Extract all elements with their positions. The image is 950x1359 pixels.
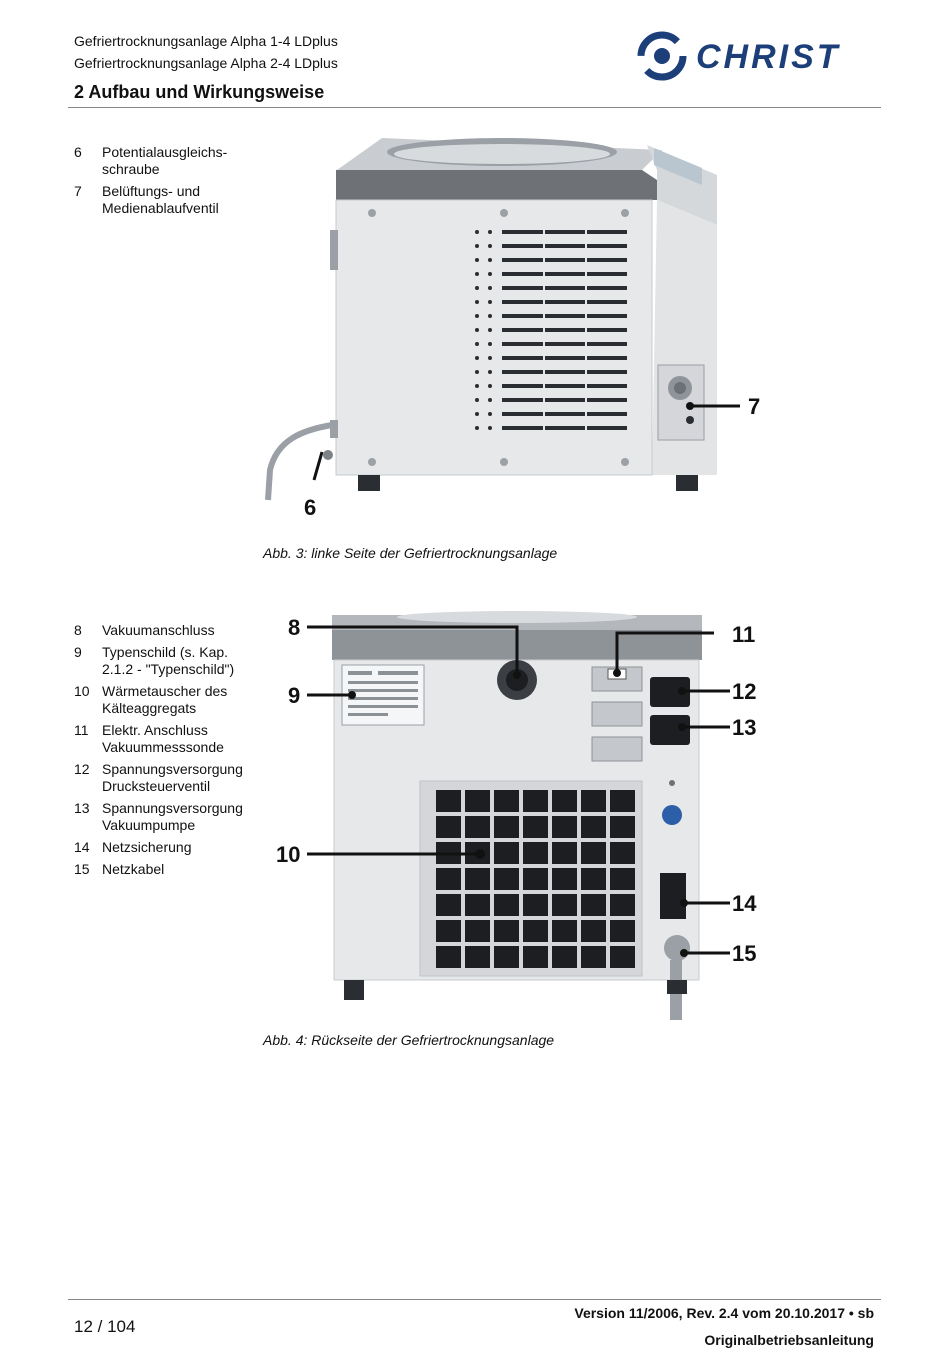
callout-9: 9 <box>288 683 300 708</box>
legend-num: 12 <box>74 761 90 777</box>
legend-text: Spannungsversorgung Vakuumpumpe <box>102 800 243 833</box>
callout-15: 15 <box>732 941 756 966</box>
legend-text: Netzkabel <box>102 861 165 877</box>
figure-4-caption: Abb. 4: Rückseite der Gefriertrocknungsa… <box>263 1032 555 1048</box>
legend-num: 14 <box>74 839 90 855</box>
christ-logo: CHRIST <box>636 30 881 82</box>
legend-text: Vakuumanschluss <box>102 622 215 638</box>
legend-num: 8 <box>74 622 82 638</box>
callout-12: 12 <box>732 679 756 704</box>
callout-7: 7 <box>748 394 760 419</box>
callout-8: 8 <box>288 615 300 640</box>
header-product-line-1: Gefriertrocknungsanlage Alpha 1-4 LDplus <box>74 33 338 49</box>
legend-num: 13 <box>74 800 90 816</box>
legend-figure-4: 8 Vakuumanschluss 9 Typenschild (s. Kap.… <box>74 622 262 883</box>
legend-num: 15 <box>74 861 90 877</box>
callout-11: 11 <box>732 622 755 647</box>
legend-num: 6 <box>74 144 82 160</box>
legend-item: 9 Typenschild (s. Kap. 2.1.2 - "Typensch… <box>74 644 262 678</box>
callout-10: 10 <box>276 842 300 867</box>
legend-item: 14 Netzsicherung <box>74 839 262 856</box>
legend-item: 13 Spannungsversorgung Vakuumpumpe <box>74 800 262 834</box>
legend-text: Potentialausgleichs-schraube <box>102 144 228 177</box>
legend-text: Elektr. Anschluss Vakuummesssonde <box>102 722 224 755</box>
callout-14: 14 <box>732 891 757 916</box>
legend-item: 10 Wärmetauscher des Kälteaggregats <box>74 683 262 717</box>
legend-item: 7 Belüftungs- und Medienablaufventil <box>74 183 252 217</box>
figure-3-left-side: 6 7 <box>262 130 772 530</box>
figure-3-caption: Abb. 3: linke Seite der Gefriertrocknung… <box>263 545 558 561</box>
device-rear-illustration: 8 11 9 12 13 10 14 15 <box>276 611 757 1020</box>
callout-6: 6 <box>304 495 316 520</box>
legend-text: Typenschild (s. Kap. 2.1.2 - "Typenschil… <box>102 644 235 677</box>
legend-num: 9 <box>74 644 82 660</box>
callout-line-11 <box>615 631 714 673</box>
header-rule <box>68 107 881 108</box>
legend-item: 8 Vakuumanschluss <box>74 622 262 639</box>
legend-item: 11 Elektr. Anschluss Vakuummesssonde <box>74 722 262 756</box>
header-product-line-2: Gefriertrocknungsanlage Alpha 2-4 LDplus <box>74 55 338 71</box>
legend-text: Wärmetauscher des Kälteaggregats <box>102 683 228 716</box>
legend-num: 11 <box>74 722 89 738</box>
footer-rule <box>68 1299 881 1300</box>
legend-item: 15 Netzkabel <box>74 861 262 878</box>
page-number: 12 / 104 <box>74 1317 136 1336</box>
callout-line-8 <box>307 625 519 673</box>
device-left-side-illustration: 6 7 <box>265 138 760 520</box>
legend-text: Spannungsversorgung Drucksteuerventil <box>102 761 243 794</box>
figure-4-rear-side: 8 11 9 12 13 10 14 15 <box>262 605 782 1025</box>
legend-figure-3: 6 Potentialausgleichs-schraube 7 Belüftu… <box>74 144 252 222</box>
legend-num: 10 <box>74 683 90 699</box>
legend-item: 6 Potentialausgleichs-schraube <box>74 144 252 178</box>
logo-text: CHRIST <box>696 38 841 76</box>
legend-item: 12 Spannungsversorgung Drucksteuerventil <box>74 761 262 795</box>
legend-text: Belüftungs- und Medienablaufventil <box>102 183 219 216</box>
christ-logo-icon: CHRIST <box>637 31 841 81</box>
footer-doc-type: Originalbetriebsanleitung <box>704 1332 874 1348</box>
callout-line-6 <box>312 451 324 481</box>
heat-exchanger-grid <box>436 790 635 968</box>
legend-num: 7 <box>74 183 82 199</box>
legend-text: Netzsicherung <box>102 839 192 855</box>
callout-13: 13 <box>732 715 756 740</box>
chapter-title: 2 Aufbau und Wirkungsweise <box>74 82 325 102</box>
footer-version: Version 11/2006, Rev. 2.4 vom 20.10.2017… <box>574 1305 874 1321</box>
